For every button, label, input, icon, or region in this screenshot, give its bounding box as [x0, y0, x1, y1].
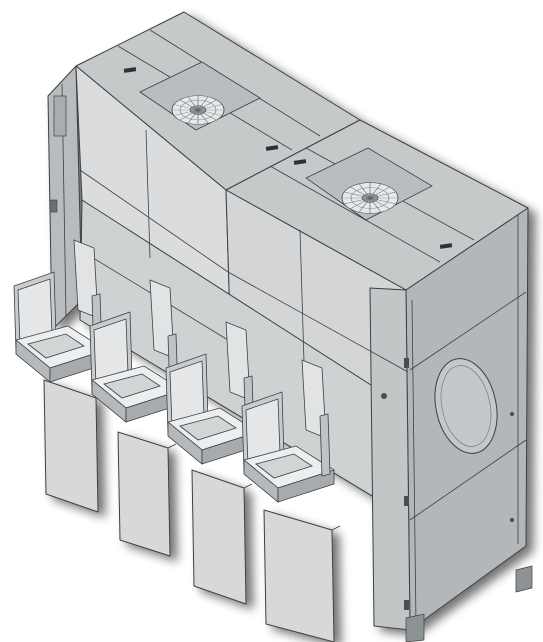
fan-filter-unit-1: [139, 61, 261, 131]
load-port-rail: [103, 373, 161, 399]
foot: [515, 565, 533, 593]
hinge-icon: [404, 600, 409, 610]
load-port-rail: [27, 333, 85, 359]
fastener-icon: [381, 393, 387, 399]
hinge-icon: [404, 496, 409, 506]
foot: [405, 613, 425, 642]
pedestal-1: [43, 379, 99, 513]
load-port-1: [13, 239, 107, 383]
pedestal-3: [191, 469, 247, 605]
fan-filter-unit-2: [305, 147, 433, 221]
fan-filter-icon: [341, 182, 399, 214]
load-port-tray-front: [277, 469, 335, 503]
vent-slot-icon: [293, 159, 307, 165]
load-port-post: [319, 413, 331, 477]
left-column-badge: [53, 95, 67, 137]
load-port-rail: [255, 453, 313, 479]
viewport-window-icon: [434, 358, 498, 454]
pedestal-2: [117, 431, 171, 557]
load-port-4: [241, 359, 335, 503]
vent-slot-icon: [439, 243, 453, 249]
pedestal-4: [263, 509, 335, 642]
hinge-icon: [404, 358, 409, 368]
vent-slot-icon: [123, 67, 137, 73]
load-port-2: [89, 279, 183, 423]
fastener-icon: [510, 412, 514, 416]
fastener-icon: [510, 518, 514, 522]
vent-slot-icon: [265, 145, 279, 151]
fan-filter-icon: [171, 95, 225, 125]
right-cabinet-front-edge: [369, 287, 411, 631]
left-column-port: [49, 199, 58, 213]
load-port-rail: [179, 415, 237, 441]
